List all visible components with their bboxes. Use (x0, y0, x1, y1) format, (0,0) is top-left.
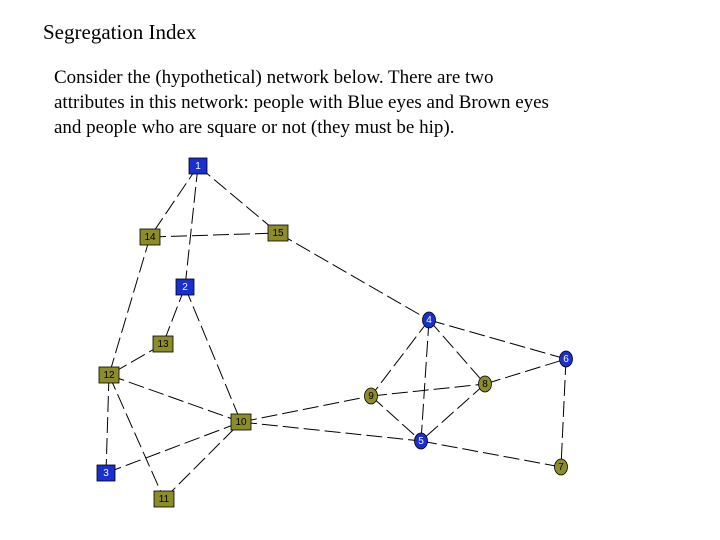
node-square-shape (139, 228, 161, 246)
node-label: 9 (368, 391, 374, 402)
edge-2-13 (162, 286, 186, 345)
edge-14-15 (149, 232, 279, 238)
node-circle-shape (364, 387, 378, 405)
edge-9-8 (370, 383, 486, 397)
edge-4-8 (428, 319, 486, 385)
description-line: Consider the (hypothetical) network belo… (54, 67, 494, 88)
edge-layer (105, 165, 567, 500)
description-line: and people who are square or not (they m… (54, 117, 455, 138)
node-1: 1 (188, 157, 208, 175)
edge-3-10 (105, 421, 242, 474)
edge-12-3 (105, 374, 110, 474)
node-label: 14 (144, 232, 156, 243)
node-circle-shape (554, 458, 568, 476)
node-label: 4 (426, 315, 432, 326)
node-13: 13 (152, 335, 174, 353)
node-circle-shape (478, 375, 492, 393)
node-label: 2 (182, 282, 188, 293)
description-line: attributes in this network: people with … (54, 92, 549, 113)
node-square-shape (153, 490, 175, 508)
edge-14-12 (108, 236, 151, 376)
node-11: 11 (153, 490, 175, 508)
edge-15-4 (277, 232, 430, 321)
edge-1-14 (149, 165, 199, 238)
edge-4-5 (420, 319, 430, 442)
edge-9-5 (370, 395, 422, 442)
node-label: 1 (195, 161, 201, 172)
node-15: 15 (267, 224, 289, 242)
node-square-shape (267, 224, 289, 242)
node-circle-shape (422, 311, 436, 329)
node-label: 6 (563, 354, 569, 365)
edge-8-6 (484, 358, 567, 385)
edge-10-5 (240, 421, 422, 442)
node-label: 7 (558, 462, 564, 473)
node-label: 13 (157, 339, 169, 350)
node-label: 8 (482, 379, 488, 390)
node-label: 10 (235, 417, 247, 428)
node-6: 6 (559, 350, 573, 368)
slide-description: Consider the (hypothetical) network belo… (54, 65, 654, 140)
node-label: 3 (103, 468, 109, 479)
edge-2-10 (184, 286, 242, 423)
edge-10-9 (240, 395, 372, 423)
node-circle-shape (414, 432, 428, 450)
node-square-shape (175, 278, 195, 296)
node-square-shape (188, 157, 208, 175)
node-14: 14 (139, 228, 161, 246)
node-label: 5 (418, 436, 424, 447)
node-4: 4 (422, 311, 436, 329)
edge-8-5 (420, 383, 486, 442)
node-3: 3 (96, 464, 116, 482)
node-9: 9 (364, 387, 378, 405)
slide-title: Segregation Index (43, 20, 197, 44)
edge-6-7 (560, 358, 567, 468)
node-7: 7 (554, 458, 568, 476)
node-8: 8 (478, 375, 492, 393)
edge-5-7 (420, 440, 562, 468)
node-square-shape (96, 464, 116, 482)
edge-4-9 (370, 319, 430, 397)
node-12: 12 (98, 366, 120, 384)
node-label: 12 (103, 370, 115, 381)
edge-4-6 (428, 319, 567, 360)
edge-1-2 (184, 165, 199, 288)
node-10: 10 (230, 413, 252, 431)
node-label: 15 (272, 228, 284, 239)
edge-12-11 (108, 374, 165, 500)
edge-12-10 (108, 374, 242, 423)
edge-1-15 (197, 165, 279, 234)
node-square-shape (152, 335, 174, 353)
node-label: 11 (159, 494, 170, 505)
node-circle-shape (559, 350, 573, 368)
edge-11-10 (163, 421, 242, 500)
node-square-shape (230, 413, 252, 431)
node-5: 5 (414, 432, 428, 450)
node-square-shape (98, 366, 120, 384)
node-2: 2 (175, 278, 195, 296)
